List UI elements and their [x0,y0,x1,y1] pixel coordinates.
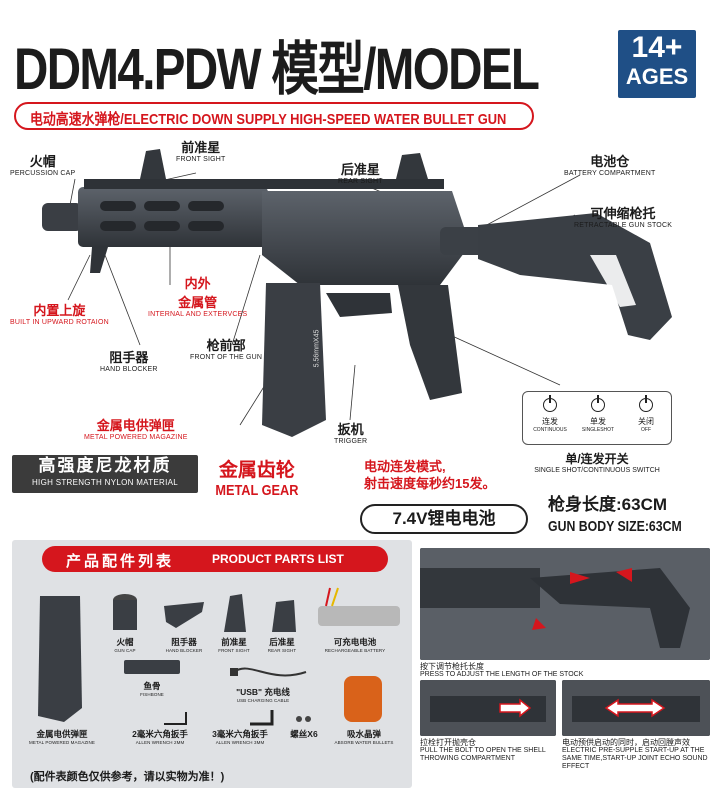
echo-caption: 电动预供启动的同时，启动回膛声效 ELECTRIC PRE-SUPPLE STA… [562,738,708,770]
battery-pill: 7.4V锂电电池 [360,504,528,534]
subtitle-text: 电动高速水弹枪/ELECTRIC DOWN SUPPLY HIGH-SPEED … [30,111,507,128]
age-label: AGES [625,64,689,89]
fire-mode-text: 电动连发模式,射击速度每秒约15发。 [364,459,496,491]
stock-adjust-photo [420,548,710,660]
magazine-image [38,596,82,722]
switch-dial-icon [639,395,653,412]
switch-dial-icon [591,395,605,412]
age-badge: 14+ AGES [618,30,696,98]
magazine-marking: 5.56mmX45 [313,329,321,368]
gun-cap-image [113,594,137,630]
battery-image [318,587,400,626]
wrench-2mm-image [164,712,187,725]
bolt-photo [420,680,556,736]
water-bullets-image [344,676,382,722]
echo-photo [562,680,710,736]
bolt-photo-art [420,680,556,736]
hand-blocker-image [164,602,204,628]
stock-photo-art [420,548,710,660]
screws-image [296,716,311,722]
switch-dial-icon [543,395,557,412]
front-sight-image [224,594,246,632]
fishbone-image [124,660,180,674]
subtitle-banner: 电动高速水弹枪/ELECTRIC DOWN SUPPLY HIGH-SPEED … [14,102,534,130]
page-title: DDM4.PDW 模型/MODEL [14,37,540,102]
gun-illustration [42,149,672,437]
usb-cable-image [230,667,307,677]
part-screws: 螺丝X6 [290,729,318,739]
parts-note: (配件表颜色仅供参考，请以实物为准！) [30,771,225,783]
age-number: 14+ [631,31,683,64]
rear-sight-image [272,600,296,632]
wrench-3mm-image [250,710,274,726]
echo-photo-art [562,680,710,736]
